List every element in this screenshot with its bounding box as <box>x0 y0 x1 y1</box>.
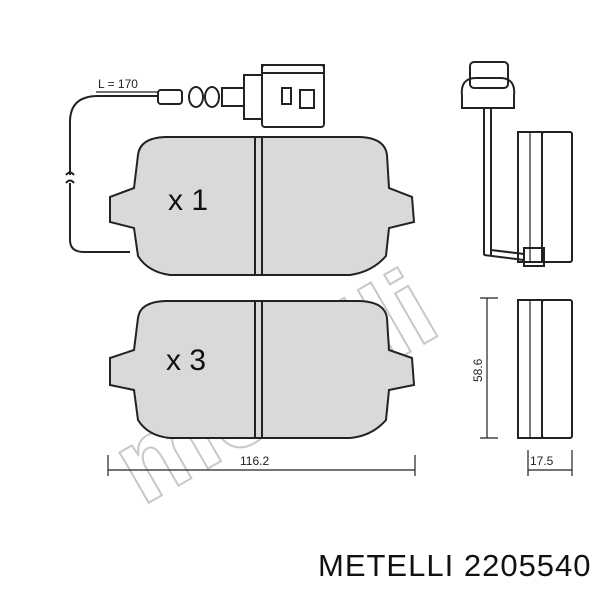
wear-sensor-wire: L = 170 <box>65 64 325 253</box>
height-dimension: 58.6 <box>471 297 498 439</box>
width-dimension: 116.2 <box>107 454 416 476</box>
wire-length-label: L = 170 <box>98 77 138 91</box>
brake-pad-top: x 1 <box>109 136 416 276</box>
thickness-dimension: 17.5 <box>527 450 573 476</box>
brand-name: METELLI <box>318 548 455 583</box>
product-caption: METELLI 2205540 <box>318 548 592 584</box>
height-label: 58.6 <box>471 358 485 382</box>
thickness-label: 17.5 <box>530 454 554 468</box>
side-view <box>460 61 573 439</box>
part-number: 2205540 <box>463 548 592 583</box>
brake-pad-bottom: x 3 <box>109 300 416 439</box>
quantity-top-label: x 1 <box>168 184 208 217</box>
quantity-bottom-label: x 3 <box>166 344 206 377</box>
width-label: 116.2 <box>240 454 269 468</box>
